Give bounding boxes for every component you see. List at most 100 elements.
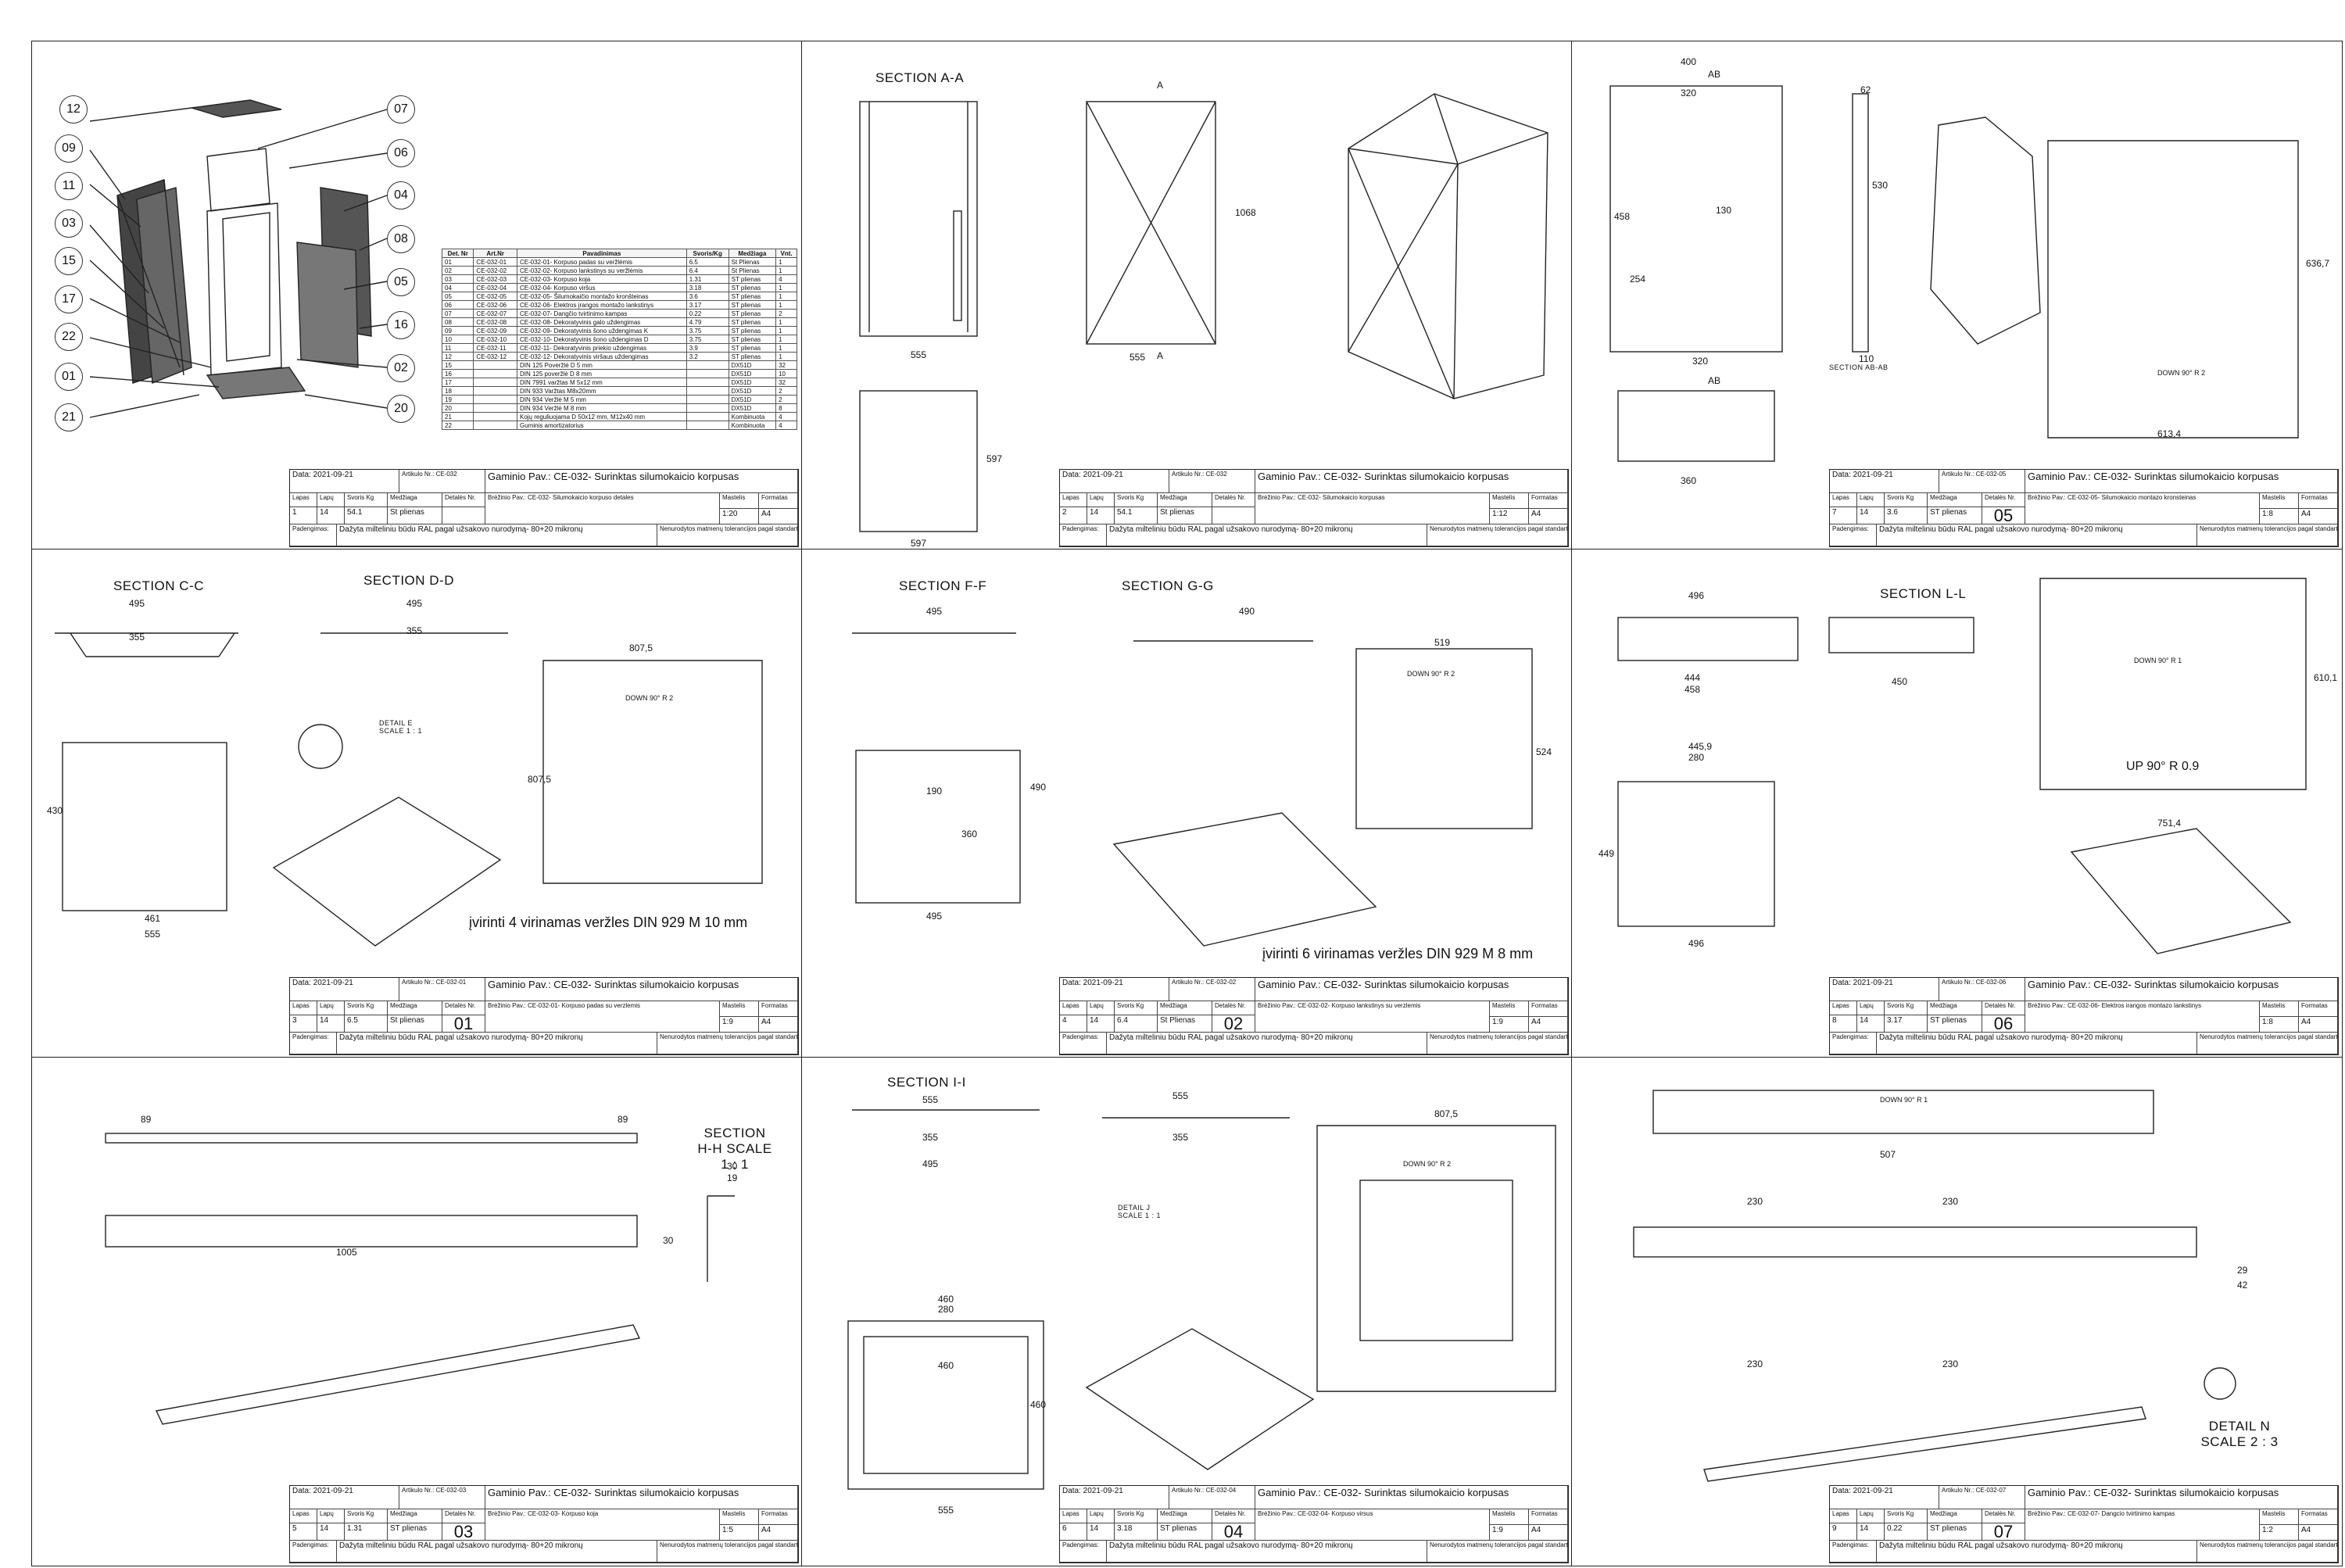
- bom-cell: 6.5: [686, 257, 729, 267]
- bom-cell: CE-032-09- Dekoratyvinis šono uždengimas…: [516, 326, 687, 335]
- cell-svoris: 54.1: [345, 507, 388, 524]
- dim-label: 89: [618, 1114, 628, 1125]
- bom-cell: CE-032-01: [473, 257, 517, 267]
- cell-med-label: Medžiaga: [1928, 493, 1982, 507]
- dim-label: 1068: [1235, 207, 1256, 218]
- dim-label: AB: [1708, 69, 1721, 80]
- bom-cell: 8: [775, 403, 797, 413]
- section-label-dd: SECTION D-D: [363, 573, 454, 588]
- callout-bubble: 04: [387, 181, 415, 209]
- cell-det: 01: [442, 1015, 485, 1033]
- cell-pad-label: Padengimas:: [1830, 1541, 1877, 1563]
- dim-label: 555: [922, 1094, 939, 1105]
- dim-label: 445,9: [1688, 741, 1713, 752]
- dim-label: 636,7: [2306, 258, 2330, 269]
- bom-cell: DX51D: [728, 395, 777, 404]
- cell-mastelis-label: Mastelis: [2260, 1509, 2299, 1525]
- cell-lapu: 14: [1857, 1015, 1885, 1033]
- dim-label: 30: [663, 1235, 674, 1246]
- bom-cell: CE-032-10: [473, 335, 517, 344]
- cell-pad-label: Padengimas:: [290, 1033, 337, 1054]
- cell-formatas: A4: [2299, 1017, 2338, 1033]
- cell-med-label: Medžiaga: [1928, 1509, 1982, 1523]
- bom-cell: 1: [775, 300, 797, 310]
- cell-det: 05: [1982, 507, 2025, 524]
- dim-label: 230: [1747, 1196, 1763, 1207]
- cell-brez: Brėžinio Pav.: CE-032-06- Elektros irang…: [2025, 1001, 2260, 1033]
- bom-cell: 12: [441, 352, 474, 361]
- dim-label: A: [1157, 350, 1164, 361]
- cell-tol: Nenurodytos matmenų tolerancijos pagal s…: [657, 1541, 798, 1563]
- dim-label: 449: [1599, 848, 1615, 859]
- bom-cell: 1.31: [686, 274, 729, 284]
- cell-tol: Nenurodytos matmenų tolerancijos pagal s…: [657, 1033, 798, 1054]
- dim-label: 555: [145, 929, 161, 940]
- bom-cell: DX51D: [728, 386, 777, 396]
- cell-formatas: A4: [759, 1525, 798, 1541]
- cell-med: ST plienas: [1158, 1523, 1212, 1541]
- bom-cell: 3.75: [686, 326, 729, 335]
- cell-lapu-label: Lapų: [1087, 1001, 1115, 1015]
- dim-label: 254: [1630, 274, 1646, 285]
- dim-label: 430: [47, 805, 63, 816]
- dim-label: 230: [1942, 1196, 1959, 1207]
- dim-label: 110: [1859, 353, 1874, 364]
- cell-pad-label: Padengimas:: [290, 524, 337, 546]
- weld-nut-note-1: įvirinti 4 virinamas veržles DIN 929 M 1…: [469, 915, 748, 930]
- cell-pad: Dažyta milteliniu būdu RAL pagal užsakov…: [337, 524, 657, 546]
- cell-formatas: A4: [2299, 1525, 2338, 1541]
- dim-label: 507: [1880, 1149, 1896, 1160]
- cell-med: St Plienas: [1158, 1015, 1212, 1033]
- cell-lapas-label: Lapas: [1830, 493, 1857, 507]
- dim-label: 19: [727, 1172, 738, 1183]
- cell-formatas-label: Formatas: [2299, 493, 2338, 509]
- dim-label: 555: [1172, 1090, 1189, 1101]
- cell-det: 02: [1212, 1015, 1255, 1033]
- bom-cell: 4: [775, 274, 797, 284]
- cell-lapu: 14: [317, 1523, 345, 1541]
- dim-label: 555: [938, 1505, 954, 1516]
- bom-cell: [686, 395, 729, 404]
- bom-cell: St Plienas: [728, 266, 777, 275]
- cell-det-label: Detalės Nr.: [1212, 493, 1255, 507]
- bom-cell: 3.18: [686, 283, 729, 292]
- cell-lapas: 3: [290, 1015, 317, 1033]
- cell-svoris-label: Svoris Kg: [1885, 1001, 1928, 1015]
- cell-det: 06: [1982, 1015, 2025, 1033]
- cell-formatas-label: Formatas: [759, 493, 798, 509]
- bom-cell: [473, 395, 517, 404]
- cell-pad: Dažyta milteliniu būdu RAL pagal užsakov…: [1877, 524, 2197, 546]
- bom-cell: 1: [775, 317, 797, 327]
- callout-bubble: 03: [55, 209, 83, 238]
- cell-lapu-label: Lapų: [1087, 493, 1115, 507]
- dim-label: 597: [911, 538, 927, 549]
- bom-cell: [686, 386, 729, 396]
- bom-cell: [686, 421, 729, 430]
- dim-label: UP 90° R 0.9: [2126, 760, 2200, 773]
- cell-svoris: 3.17: [1885, 1015, 1928, 1033]
- cell-svoris-label: Svoris Kg: [345, 493, 388, 507]
- bom-cell: 3.17: [686, 300, 729, 310]
- section-label-ii: SECTION I-I: [887, 1075, 966, 1090]
- section-label-ab: SECTION AB-AB: [1829, 363, 1889, 371]
- cell-art: Artikulo Nr.: CE-032-06: [1939, 978, 2025, 1001]
- bom-cell: 09: [441, 326, 474, 335]
- section-label-hh: SECTION H-H SCALE 1 : 1: [697, 1126, 772, 1172]
- bom-cell: CE-032-01- Korpuso padas su veržlėmis: [516, 257, 687, 267]
- cell-mastelis-label: Mastelis: [720, 493, 759, 509]
- cell-date: Data: 2021-09-21: [290, 470, 399, 493]
- cell-med: St plienas: [1158, 507, 1212, 524]
- dim-label: 450: [1892, 676, 1908, 687]
- cell-det-label: Detalės Nr.: [1982, 1509, 2025, 1523]
- cell-brez: Brėžinio Pav.: CE-032-03- Korpuso koja: [485, 1509, 720, 1541]
- cell-formatas-label: Formatas: [1529, 493, 1568, 509]
- cell-det-label: Detalės Nr.: [1982, 1001, 2025, 1015]
- dim-label: DOWN 90° R 2: [1407, 670, 1455, 678]
